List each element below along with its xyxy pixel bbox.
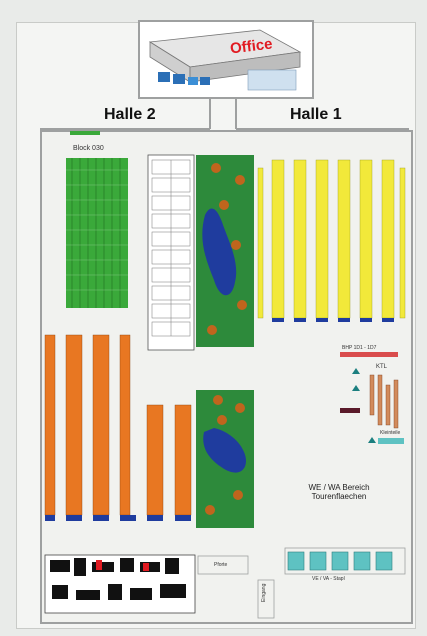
garden-lower (196, 390, 254, 528)
maroon-station (340, 408, 360, 413)
hall-2-label: Halle 2 (104, 106, 156, 123)
yellow-racks (257, 159, 406, 322)
office-illustration (148, 29, 302, 91)
kleinteile-label: Kleinteile (380, 430, 401, 436)
eingang-box (257, 579, 275, 619)
office-building: Office (138, 20, 314, 99)
ktl-machines (369, 374, 399, 429)
block-030-racks (66, 158, 128, 308)
loading-docks (284, 547, 406, 575)
we-wa-text: WE / WA Bereich (308, 483, 370, 492)
block-header-bar (70, 131, 100, 135)
small-markers (352, 368, 376, 443)
ktl-label: KTL (376, 364, 388, 370)
we-wa-label: WE / WA Bereich Tourenflaechen (284, 483, 394, 501)
bottom-left-area (44, 554, 196, 614)
bhp-label: BHP 1D1 - 1D7 (342, 345, 377, 351)
eingang-label: Eingang (261, 583, 267, 602)
bhp-bar (340, 352, 398, 357)
orange-racks (44, 334, 192, 521)
teal-station (378, 438, 404, 444)
garden-upper (196, 155, 254, 347)
touren-text: Tourenflaechen (311, 492, 367, 501)
hall-1-label: Halle 1 (290, 106, 342, 123)
pforte-label: Pforte (214, 562, 228, 568)
pforte-box (197, 555, 249, 575)
shelving-block (147, 154, 195, 351)
block-030-label: Block 030 (73, 145, 104, 152)
ve-va-label: VE / VA - Stapl (312, 576, 345, 582)
